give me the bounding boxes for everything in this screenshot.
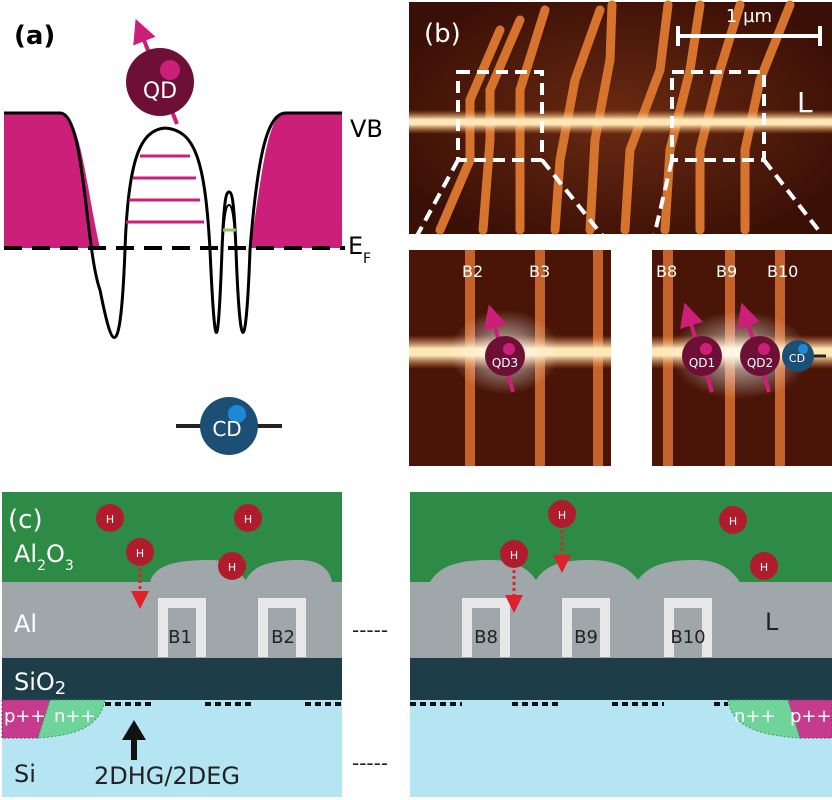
panel-a-label: (a): [14, 21, 55, 51]
n-doped-region-right: [727, 699, 801, 739]
ef-label: E: [348, 232, 363, 260]
pp-label-right: p++: [790, 706, 832, 727]
h-atom-label: H: [510, 549, 518, 562]
sio2-layer-left: [2, 658, 342, 700]
cd-small-icon: CD: [782, 340, 826, 372]
qd1-label: QD1: [689, 356, 715, 370]
inset-left: B2 B3 QD3: [409, 250, 611, 466]
gate-b2-label: B2: [271, 627, 295, 648]
pp-label: p++: [4, 706, 46, 727]
cd-small-label: CD: [789, 352, 805, 365]
h-atoms-right: H H H H: [500, 500, 778, 613]
panel-a: (a) VB E F QD: [4, 18, 383, 455]
qd2-spin-icon: QD2: [737, 302, 780, 393]
qd3-label: QD3: [492, 356, 518, 370]
gate-b1-label: B1: [168, 627, 192, 648]
sio2-label: SiO2: [14, 668, 66, 699]
gate-label-b8-afm: B8: [656, 262, 677, 281]
cross-section-left: (c) Al2O3 Al SiO2 p++ n++ Si B1 B2 2DHG/…: [1, 492, 342, 797]
gate-b1-shape: [158, 598, 206, 657]
h-atom-label: H: [106, 513, 114, 526]
vb-fill-right: [250, 113, 342, 248]
p-doped-region: [1, 699, 51, 739]
p-doped-region-right: [787, 699, 832, 739]
qd-label: QD: [143, 79, 177, 104]
gate-label-b2-afm: B2: [462, 262, 483, 281]
inset-right: B8 B9 B10 QD1 QD2 CD: [652, 250, 832, 466]
zoom-lines: [410, 158, 832, 247]
h-atoms-left: H H H H: [96, 504, 262, 609]
inner-barrier: [221, 203, 237, 251]
al2o3-label: Al2O3: [14, 540, 74, 574]
al-label: Al: [14, 610, 37, 638]
qd2-label: QD2: [747, 356, 773, 370]
nn-label-right: n++: [734, 706, 776, 727]
carrier-label: 2DHG/2DEG: [94, 762, 240, 790]
qd-levels: [126, 154, 204, 224]
band-profile: [4, 111, 342, 339]
gate-label-b9-afm: B9: [716, 262, 737, 281]
h-atom-label: H: [136, 547, 144, 560]
gate-b10-label: B10: [670, 627, 705, 648]
zoom-box-right: [670, 70, 766, 162]
vb-label: VB: [350, 115, 383, 143]
qd-spin-icon: QD: [126, 18, 194, 125]
sio2-layer-right: [410, 658, 832, 700]
panel-b-label: (b): [424, 19, 461, 49]
gate-b10-shape: [664, 598, 712, 657]
cross-section-right: B8 B9 B10 L n++ p++ H H H H: [410, 492, 832, 797]
h-atom-label: H: [228, 561, 236, 574]
gate-b8-label: B8: [474, 627, 498, 648]
h-atom-label: H: [729, 515, 737, 528]
panel-b: (b) 1 µm L B2 B3: [409, 0, 832, 466]
qd3-spin-icon: QD3: [483, 304, 525, 393]
al-layer-left: [2, 560, 342, 658]
h-atom-label: H: [244, 513, 252, 526]
gate-label-b10-afm: B10: [767, 262, 798, 281]
panel-c: (c) Al2O3 Al SiO2 p++ n++ Si B1 B2 2DHG/…: [1, 492, 832, 797]
ellipsis-bottom: -----: [352, 751, 388, 775]
panel-c-label: (c): [8, 505, 43, 535]
vb-fill-left: [4, 113, 100, 248]
gate-b9-label: B9: [574, 627, 598, 648]
gate-label-b3-afm: B3: [529, 262, 550, 281]
n-doped-region-left: [37, 699, 106, 739]
zoom-box-left: [456, 70, 544, 162]
qd1-spin-icon: QD1: [680, 302, 722, 393]
scale-bar-label: 1 µm: [726, 6, 772, 27]
si-label: Si: [14, 760, 36, 788]
h-atom-label: H: [558, 509, 566, 522]
afm-nanowire: [409, 110, 832, 134]
cd-icon: CD: [176, 397, 282, 455]
nn-label-left: n++: [54, 706, 96, 727]
ellipsis-top: -----: [352, 618, 388, 642]
cd-label: CD: [212, 417, 241, 441]
lead-label-c: L: [765, 608, 779, 636]
lead-label: L: [797, 86, 813, 119]
gate-b2-shape: [258, 598, 306, 657]
carrier-arrow: [122, 720, 146, 760]
gate-b9-shape: [562, 598, 610, 657]
ef-subscript: F: [363, 251, 371, 267]
h-atom-label: H: [760, 561, 768, 574]
